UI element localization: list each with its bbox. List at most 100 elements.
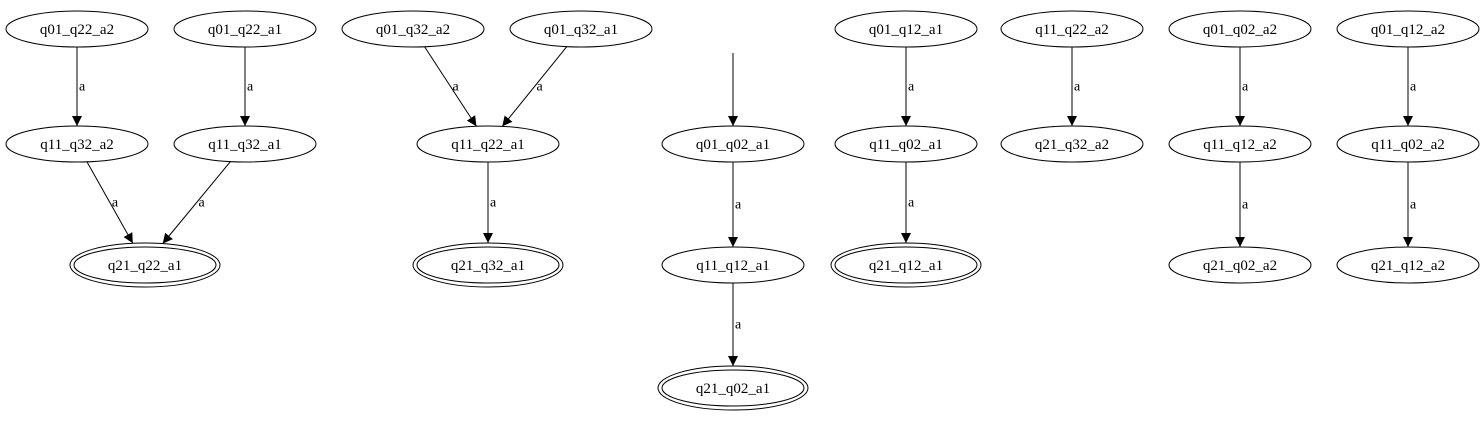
edge-q11_q12_a1-to-q21_q02_a1: a <box>728 283 742 366</box>
state-node-q11_q12_a2: q11_q12_a2 <box>1168 125 1312 163</box>
state-label: q21_q02_a2 <box>1203 258 1277 274</box>
edge-q01_q22_a2-to-q11_q32_a2: a <box>72 47 86 126</box>
state-ellipse <box>1168 125 1312 163</box>
state-node-q11_q02_a1: q11_q02_a1 <box>834 125 978 163</box>
state-label: q21_q22_a1 <box>108 258 182 274</box>
state-label: q21_q02_a1 <box>696 381 770 397</box>
state-label: q01_q02_a1 <box>696 137 770 153</box>
edge-label: a <box>490 196 497 211</box>
state-ellipse <box>1336 246 1480 284</box>
state-node-q21_q02_a1: q21_q02_a1 <box>657 365 809 411</box>
state-ellipse <box>5 10 149 48</box>
edge-line <box>86 161 134 244</box>
edge-q11_q22_a1-to-q21_q32_a1: a <box>483 162 497 243</box>
state-label: q11_q02_a1 <box>869 137 943 153</box>
edge-q11_q02_a2-to-q21_q12_a2: a <box>1403 162 1417 247</box>
edge-q01_q22_a1-to-q11_q32_a1: a <box>240 47 254 126</box>
edge-q11_q02_a1-to-q21_q12_a1: a <box>901 162 915 243</box>
edge-label: a <box>1410 198 1417 213</box>
state-node-q21_q32_a2: q21_q32_a2 <box>1000 125 1144 163</box>
edge-line <box>162 161 231 244</box>
edge-q01_q12_a2-to-q11_q02_a2: a <box>1403 47 1417 126</box>
state-ellipse <box>416 246 560 284</box>
state-node-q01_q22_a1: q01_q22_a1 <box>173 10 317 48</box>
state-node-q01_q02_a2: q01_q02_a2 <box>1168 10 1312 48</box>
edge-label: a <box>1410 80 1417 95</box>
accepting-ring <box>69 242 221 288</box>
edge-q11_q32_a2-to-q21_q22_a1: a <box>86 161 134 244</box>
state-node-q11_q32_a1: q11_q32_a1 <box>173 125 317 163</box>
state-label: q21_q12_a2 <box>1371 258 1445 274</box>
state-node-q11_q22_a2: q11_q22_a2 <box>1000 10 1144 48</box>
edge-q01_q02_a2-to-q11_q12_a2: a <box>1235 47 1249 126</box>
state-ellipse <box>1336 10 1480 48</box>
edge-q01_q02_a1-to-q11_q12_a1: a <box>728 162 742 247</box>
edge-label: a <box>199 196 206 211</box>
state-ellipse <box>1168 10 1312 48</box>
edge-label: a <box>453 80 460 95</box>
state-label: q11_q22_a2 <box>1035 22 1109 38</box>
state-node-q01_q32_a1: q01_q32_a1 <box>509 10 653 48</box>
state-node-q11_q02_a2: q11_q02_a2 <box>1336 125 1480 163</box>
state-ellipse <box>1168 246 1312 284</box>
state-ellipse <box>173 10 317 48</box>
edge-label: a <box>908 80 915 95</box>
accepting-ring <box>412 242 564 288</box>
state-label: q21_q12_a1 <box>869 258 943 274</box>
state-ellipse <box>834 10 978 48</box>
state-label: q11_q12_a1 <box>696 258 770 274</box>
state-label: q01_q32_a1 <box>544 22 618 38</box>
state-label: q11_q32_a1 <box>208 137 282 153</box>
edges-layer: a a a a a a a a a a a a a a a a <box>72 46 1417 366</box>
state-label: q01_q32_a2 <box>376 22 450 38</box>
edge-q01_q32_a2-to-q11_q22_a1: a <box>424 46 477 127</box>
edge-q01_q32_a1-to-q11_q22_a1: a <box>501 46 568 127</box>
state-label: q11_q32_a2 <box>40 137 114 153</box>
edge-q11_q22_a2-to-q21_q32_a2: a <box>1067 47 1081 126</box>
state-label: q01_q22_a1 <box>208 22 282 38</box>
state-ellipse <box>5 125 149 163</box>
edge-label: a <box>1242 80 1249 95</box>
state-node-q21_q22_a1: q21_q22_a1 <box>69 242 221 288</box>
state-ellipse <box>416 125 560 163</box>
edge-line <box>501 46 568 127</box>
state-ellipse <box>661 125 805 163</box>
state-label: q01_q02_a2 <box>1203 22 1277 38</box>
state-ellipse <box>1000 10 1144 48</box>
state-ellipse <box>1000 125 1144 163</box>
state-node-q01_q22_a2: q01_q22_a2 <box>5 10 149 48</box>
state-ellipse <box>834 246 978 284</box>
edge-label: a <box>112 196 119 211</box>
state-ellipse <box>341 10 485 48</box>
accepting-ring <box>657 365 809 411</box>
state-node-q21_q12_a1: q21_q12_a1 <box>830 242 982 288</box>
state-node-q01_q02_a1: q01_q02_a1 <box>661 125 805 163</box>
edge-label: a <box>908 196 915 211</box>
state-ellipse <box>1336 125 1480 163</box>
state-node-q01_q12_a1: q01_q12_a1 <box>834 10 978 48</box>
state-node-q21_q12_a2: q21_q12_a2 <box>1336 246 1480 284</box>
edge-q11_q12_a2-to-q21_q02_a2: a <box>1235 162 1249 247</box>
edge-q11_q32_a1-to-q21_q22_a1: a <box>162 161 231 244</box>
edge-q01_q12_a1-to-q11_q02_a1: a <box>901 47 915 126</box>
state-label: q11_q22_a1 <box>451 137 525 153</box>
state-label: q01_q12_a2 <box>1371 22 1445 38</box>
state-node-q21_q32_a1: q21_q32_a1 <box>412 242 564 288</box>
edge-label: a <box>1242 198 1249 213</box>
accepting-ring <box>830 242 982 288</box>
state-node-q21_q02_a2: q21_q02_a2 <box>1168 246 1312 284</box>
state-ellipse <box>73 246 217 284</box>
edge-line <box>424 46 477 127</box>
nodes-layer: q01_q22_a2 q01_q22_a1 q11_q32_a2 q11_q32_a1… <box>5 10 1480 411</box>
state-node-q11_q12_a1: q11_q12_a1 <box>661 246 805 284</box>
edge-label: a <box>247 80 254 95</box>
state-label: q01_q22_a2 <box>40 22 114 38</box>
state-label: q11_q12_a2 <box>1203 137 1277 153</box>
state-ellipse <box>509 10 653 48</box>
edge-label: a <box>735 318 742 333</box>
state-label: q01_q12_a1 <box>869 22 943 38</box>
state-node-q11_q32_a2: q11_q32_a2 <box>5 125 149 163</box>
state-node-q01_q12_a2: q01_q12_a2 <box>1336 10 1480 48</box>
state-node-q11_q22_a1: q11_q22_a1 <box>416 125 560 163</box>
